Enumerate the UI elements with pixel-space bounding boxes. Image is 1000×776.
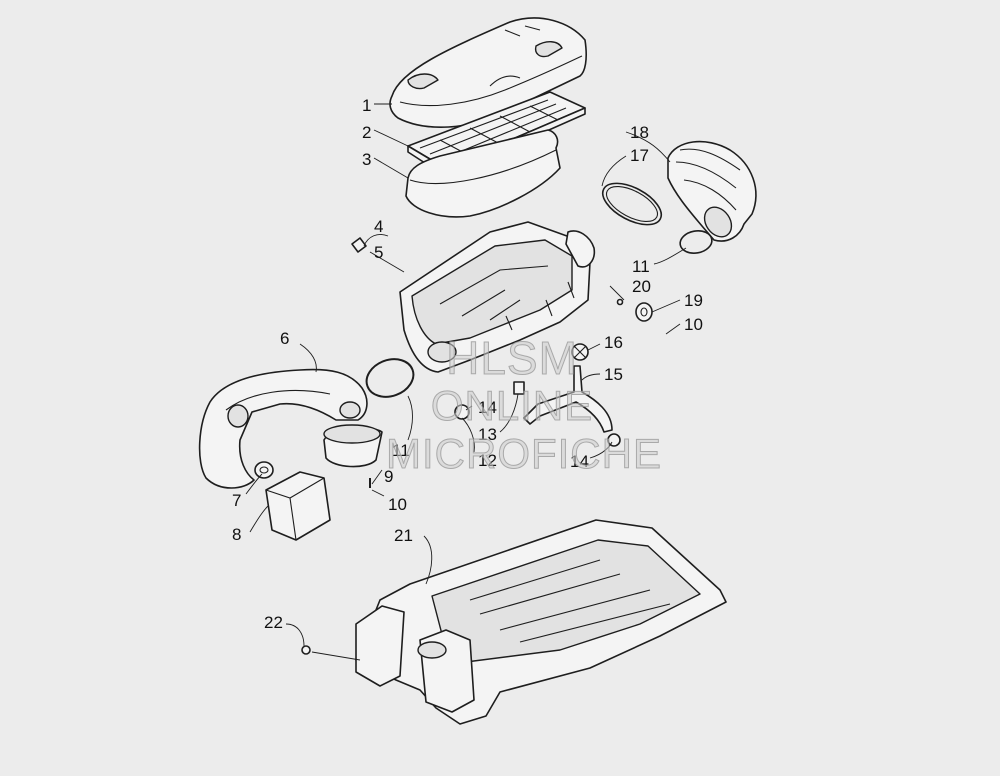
- callout-10-right: 10: [684, 315, 703, 334]
- part-17-clamp: [601, 182, 663, 226]
- part-13-clip: [513, 381, 525, 395]
- part-5-clip: [351, 237, 367, 253]
- part-19-grommet: [635, 302, 653, 322]
- part-6-intake-tube: [198, 368, 368, 489]
- part-4-airbox-body: [399, 221, 596, 373]
- callout-4: 4: [374, 217, 383, 236]
- part-8-silencer: [265, 471, 331, 541]
- part-16-clamp: [571, 343, 589, 361]
- part-11-clamp-lower: [365, 358, 415, 398]
- callout-21: 21: [394, 526, 413, 545]
- part-12-coupler: [323, 424, 383, 468]
- callout-labels: 1 2 3 4 5 6 7 8 9 10 10 11 11 12 13 14 1…: [232, 96, 703, 632]
- part-7-grommet: [254, 461, 274, 479]
- callout-11-upper: 11: [632, 257, 650, 276]
- callout-3: 3: [362, 150, 371, 169]
- leader-lines: [245, 103, 687, 661]
- callout-7: 7: [232, 491, 241, 510]
- part-11-clamp-upper: [679, 230, 713, 254]
- callout-15: 15: [604, 365, 623, 384]
- callout-19: 19: [684, 291, 703, 310]
- part-3-filter-element: [405, 129, 561, 218]
- watermark-line-1: HLSM: [446, 332, 578, 384]
- callout-10-lower: 10: [388, 495, 407, 514]
- part-15-drain-hose: [523, 365, 613, 433]
- callout-1: 1: [362, 96, 371, 115]
- callout-13: 13: [478, 425, 497, 444]
- part-1-airbox-lid: [389, 17, 587, 128]
- callout-12: 12: [478, 451, 497, 470]
- callout-20: 20: [632, 277, 651, 296]
- callout-16: 16: [604, 333, 623, 352]
- callout-2: 2: [362, 123, 371, 142]
- callout-17: 17: [630, 146, 649, 165]
- part-22-screw: [301, 645, 311, 655]
- callout-14-lower: 14: [570, 452, 589, 471]
- callout-18: 18: [630, 123, 649, 142]
- watermark: HLSM ONLINE MICROFICHE: [386, 332, 662, 478]
- callout-8: 8: [232, 525, 241, 544]
- part-21-bottom-panel: [355, 519, 727, 725]
- callout-5: 5: [374, 243, 383, 262]
- part-18-intake-boot: [667, 140, 757, 242]
- watermark-line-2: ONLINE: [431, 382, 593, 429]
- callout-6: 6: [280, 329, 289, 348]
- callout-9: 9: [384, 467, 393, 486]
- callout-22: 22: [264, 613, 283, 632]
- callout-14-upper: 14: [478, 398, 497, 417]
- callout-11-lower: 11: [392, 441, 410, 460]
- part-20-washer: [616, 298, 624, 306]
- watermark-line-3: MICROFICHE: [386, 430, 662, 477]
